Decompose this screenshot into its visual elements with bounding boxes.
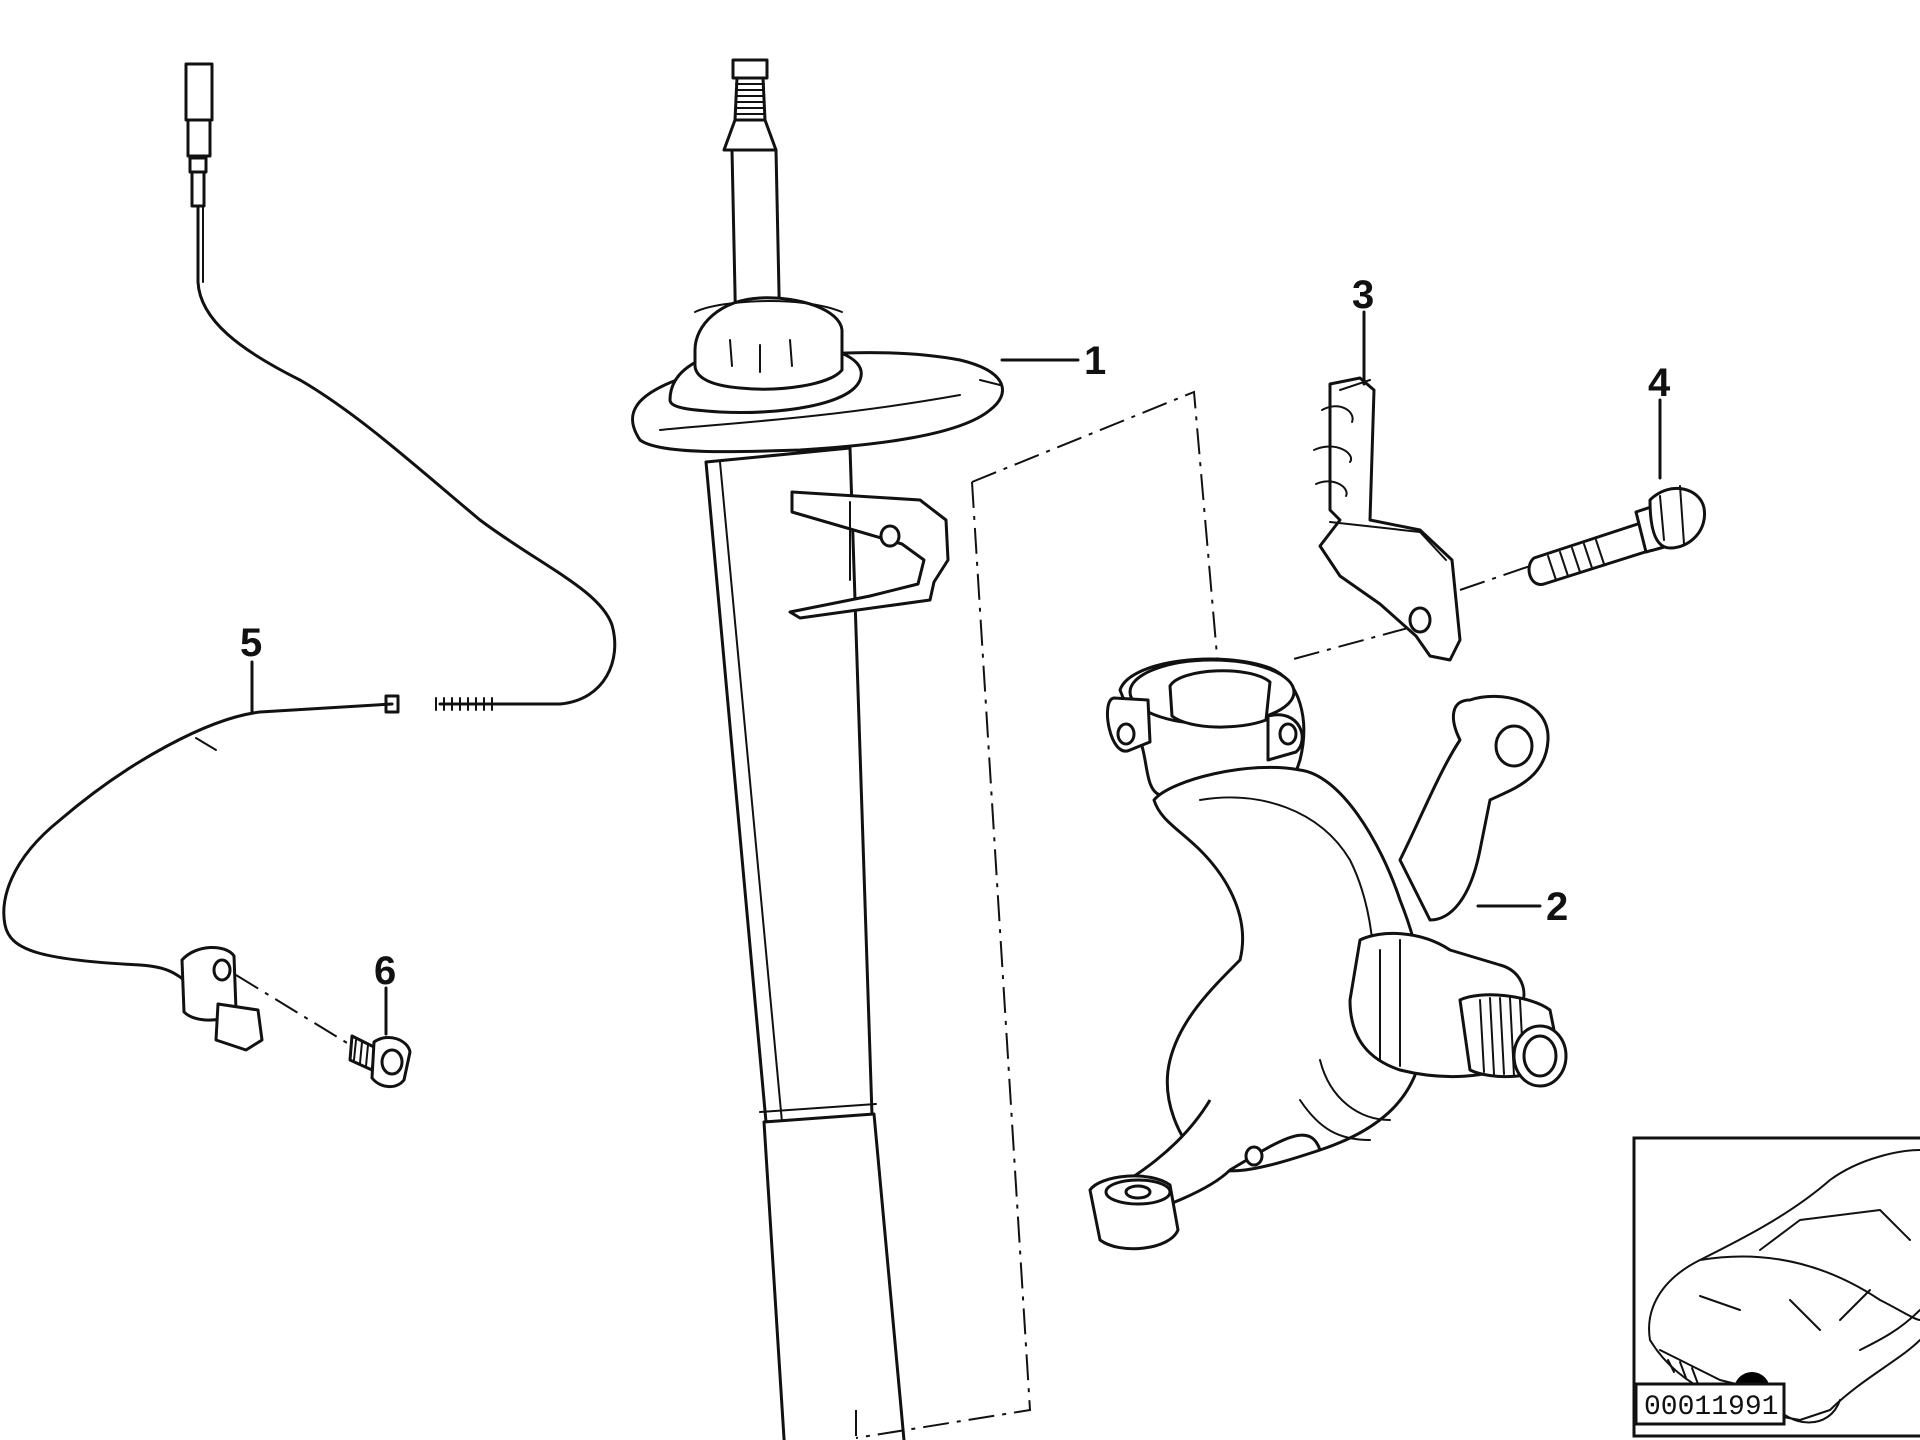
- callout-label-2: 2: [1546, 885, 1568, 929]
- callout-label-3: 3: [1352, 273, 1374, 317]
- assembly-line: [971, 390, 1221, 691]
- callout-label-1: 1: [1084, 339, 1106, 383]
- callout-label-4: 4: [1648, 361, 1671, 405]
- assembly-line: [1459, 565, 1531, 591]
- mounting-bracket: [1313, 376, 1462, 662]
- assembly-line: [1289, 627, 1409, 661]
- assembly-line: [855, 481, 1032, 1439]
- callout-label-5: 5: [240, 621, 262, 665]
- wheel-speed-sensor-cable: [2, 62, 617, 1052]
- shock-absorber-strut: [631, 58, 1004, 1440]
- assembly-line: [235, 974, 353, 1047]
- callout-leaders: [250, 310, 1662, 1036]
- callout-label-6: 6: [374, 949, 396, 993]
- sensor-screw: [348, 1034, 412, 1088]
- reference-number-box: 00011991: [1634, 1382, 1786, 1426]
- hex-bolt: [1527, 485, 1707, 586]
- steering-knuckle: [1088, 657, 1568, 1251]
- reference-number: 00011991: [1644, 1392, 1778, 1423]
